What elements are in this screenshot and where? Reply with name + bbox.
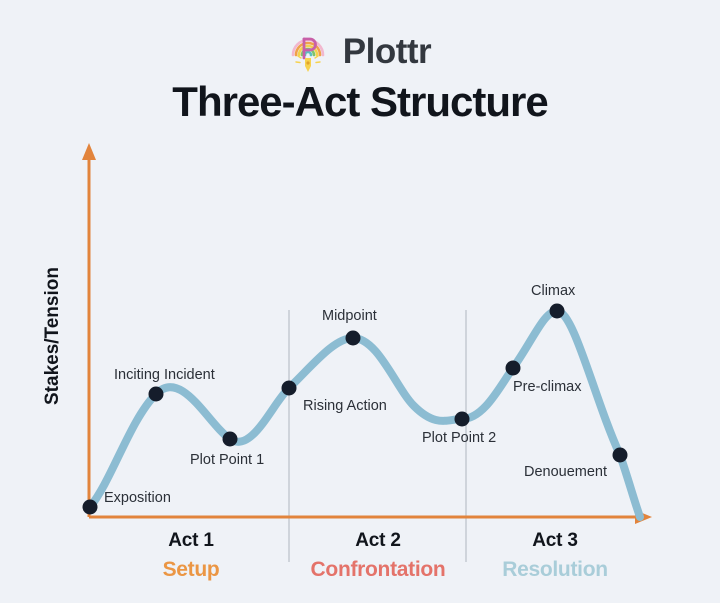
dot-climax [549, 303, 565, 319]
data-point-dots [82, 303, 628, 515]
label-midpoint: Midpoint [322, 308, 377, 324]
x-axis [89, 510, 652, 524]
act-2-subtitle: Confrontation [310, 558, 446, 581]
act-1-title: Act 1 [168, 530, 214, 551]
label-plot-point-2: Plot Point 2 [422, 430, 497, 446]
act-1-subtitle: Setup [162, 558, 220, 581]
label-exposition: Exposition [104, 490, 171, 506]
dot-plot-point-1 [222, 431, 238, 447]
label-rising-action: Rising Action [303, 398, 387, 414]
dot-inciting-incident [148, 386, 164, 402]
plottr-logo-icon [289, 25, 333, 75]
tension-curve [86, 307, 644, 521]
act-3-title: Act 3 [532, 530, 578, 551]
dot-rising-action [281, 380, 297, 396]
y-axis [82, 143, 96, 517]
label-climax: Climax [531, 283, 576, 299]
page-title: Three-Act Structure [172, 78, 548, 125]
label-plot-point-1: Plot Point 1 [190, 452, 265, 468]
act-2-title: Act 2 [355, 530, 401, 551]
act-block-3: Act 3 Resolution [465, 530, 645, 582]
label-inciting-incident: Inciting Incident [114, 367, 215, 383]
dot-pre-climax [505, 360, 521, 376]
y-axis-label: Stakes/Tension [42, 267, 63, 405]
brand-header: Plottr [0, 22, 720, 78]
label-denouement: Denouement [524, 464, 608, 480]
act-3-subtitle: Resolution [502, 558, 608, 581]
label-pre-climax: Pre-climax [513, 379, 582, 395]
dot-exposition [82, 499, 98, 515]
act-block-1: Act 1 Setup [101, 530, 281, 582]
act-block-2: Act 2 Confrontation [288, 530, 468, 582]
dot-plot-point-2 [454, 411, 470, 427]
brand-name: Plottr [342, 31, 432, 71]
dot-midpoint [345, 330, 361, 346]
dot-denouement [612, 447, 628, 463]
act-divider-lines [288, 310, 467, 562]
